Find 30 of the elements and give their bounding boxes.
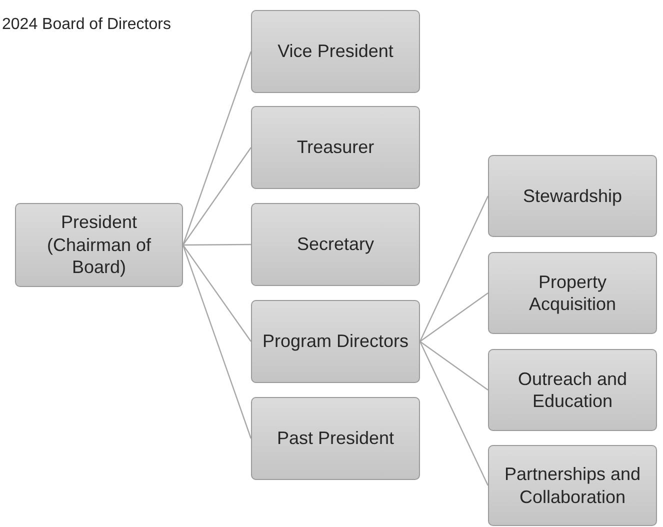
org-box [488, 349, 657, 431]
connector-line [420, 292, 488, 342]
org-box [15, 203, 183, 287]
role-label: Vice President [278, 40, 394, 63]
org-box [251, 203, 420, 286]
role-label: Property Acquisition [528, 270, 618, 316]
org-box [251, 300, 420, 383]
connector-line [182, 147, 252, 246]
role-label: Outreach and Education [516, 368, 628, 412]
org-box [251, 10, 420, 93]
connector-line [183, 244, 251, 246]
connector-line [419, 341, 489, 486]
role-label: Treasurer [296, 136, 374, 159]
org-box [488, 252, 657, 334]
connector-line [419, 196, 489, 342]
connector-line [182, 51, 252, 246]
connector-line [182, 244, 252, 439]
role-label: Past President [276, 427, 394, 450]
diagram-title: 2024 Board of Directors [2, 16, 171, 34]
org-box [488, 445, 657, 526]
role-label: Partnerships and Collaboration [503, 463, 642, 508]
role-label: Secretary [296, 233, 374, 256]
connector-line [420, 341, 488, 390]
connector-line [182, 244, 252, 342]
role-label: Program Directors [262, 330, 409, 353]
org-box [251, 397, 420, 480]
role-label: Stewardship [522, 184, 622, 208]
role-label: President (Chairman of Board) [46, 211, 152, 279]
org-box [251, 106, 420, 189]
org-box [488, 155, 657, 237]
